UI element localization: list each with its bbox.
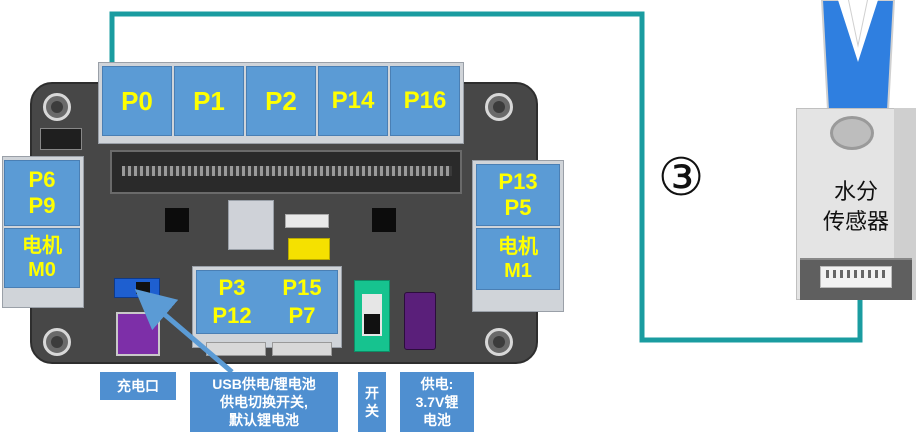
sensor-connector-pins xyxy=(826,270,886,278)
chip-icon xyxy=(40,128,82,150)
caption-battery: 供电: 3.7V锂 电池 xyxy=(400,372,474,432)
sensor-label: 水分 传感器 xyxy=(796,172,916,242)
port-p14: P14 xyxy=(318,66,388,136)
motor-id: M1 xyxy=(504,260,532,282)
caption-line: 关 xyxy=(365,403,379,419)
yellow-component xyxy=(288,238,330,260)
port-p7: P7 xyxy=(288,303,316,328)
resistor-icon xyxy=(285,214,329,228)
mount-hole xyxy=(43,328,71,356)
sensor-probe-icon xyxy=(820,0,896,111)
sensor-mount-hole xyxy=(830,116,874,150)
chip-icon xyxy=(165,208,189,232)
caption-charge-port: 充电口 xyxy=(100,372,176,400)
mount-hole xyxy=(485,328,513,356)
caption-line: 供电: xyxy=(420,376,454,392)
caption-line: 3.7V锂 xyxy=(415,394,459,410)
port-p16: P16 xyxy=(390,66,460,136)
port-p12: P12 xyxy=(212,303,252,328)
right-ports: P13 P5 xyxy=(476,164,560,226)
motor-label: 电机 xyxy=(498,236,538,258)
pin-header xyxy=(272,342,332,356)
sensor-label-line: 传感器 xyxy=(822,209,889,234)
connection-number: ③ xyxy=(657,148,705,208)
chip-icon xyxy=(372,208,396,232)
mount-hole xyxy=(43,93,71,121)
caption-line: 开 xyxy=(365,385,379,401)
port-p2: P2 xyxy=(246,66,316,136)
caption-switch: 开 关 xyxy=(358,372,386,432)
port-p1: P1 xyxy=(174,66,244,136)
sensor-label-line: 水分 xyxy=(833,179,878,204)
usb-socket xyxy=(228,200,274,250)
caption-usb-switch: USB供电/锂电池 供电切换开关, 默认锂电池 xyxy=(190,372,338,432)
left-ports: P6 P9 xyxy=(4,160,80,226)
sensor-side-shade xyxy=(894,108,916,300)
port-p6: P6 xyxy=(28,167,56,192)
motor-m0: 电机 M0 xyxy=(4,228,80,288)
port-p3: P3 xyxy=(218,275,246,300)
switch-knob xyxy=(364,314,380,334)
motor-id: M0 xyxy=(28,259,56,281)
port-p5: P5 xyxy=(504,195,532,220)
caption-line: 电池 xyxy=(423,412,451,428)
motor-label: 电机 xyxy=(22,235,62,257)
edge-connector-pins xyxy=(122,166,452,176)
battery-connector xyxy=(404,292,436,350)
port-p13: P13 xyxy=(498,169,538,194)
caption-line: USB供电/锂电池 xyxy=(212,376,316,392)
port-p9: P9 xyxy=(28,193,56,218)
middle-ports: P3 P15 P12 P7 xyxy=(196,270,338,334)
motor-m1: 电机 M1 xyxy=(476,228,560,290)
port-p0: P0 xyxy=(102,66,172,136)
mount-hole xyxy=(485,93,513,121)
caption-line: 供电切换开关, xyxy=(220,394,308,410)
caption-line: 默认锂电池 xyxy=(229,412,299,428)
port-p15: P15 xyxy=(282,275,322,300)
